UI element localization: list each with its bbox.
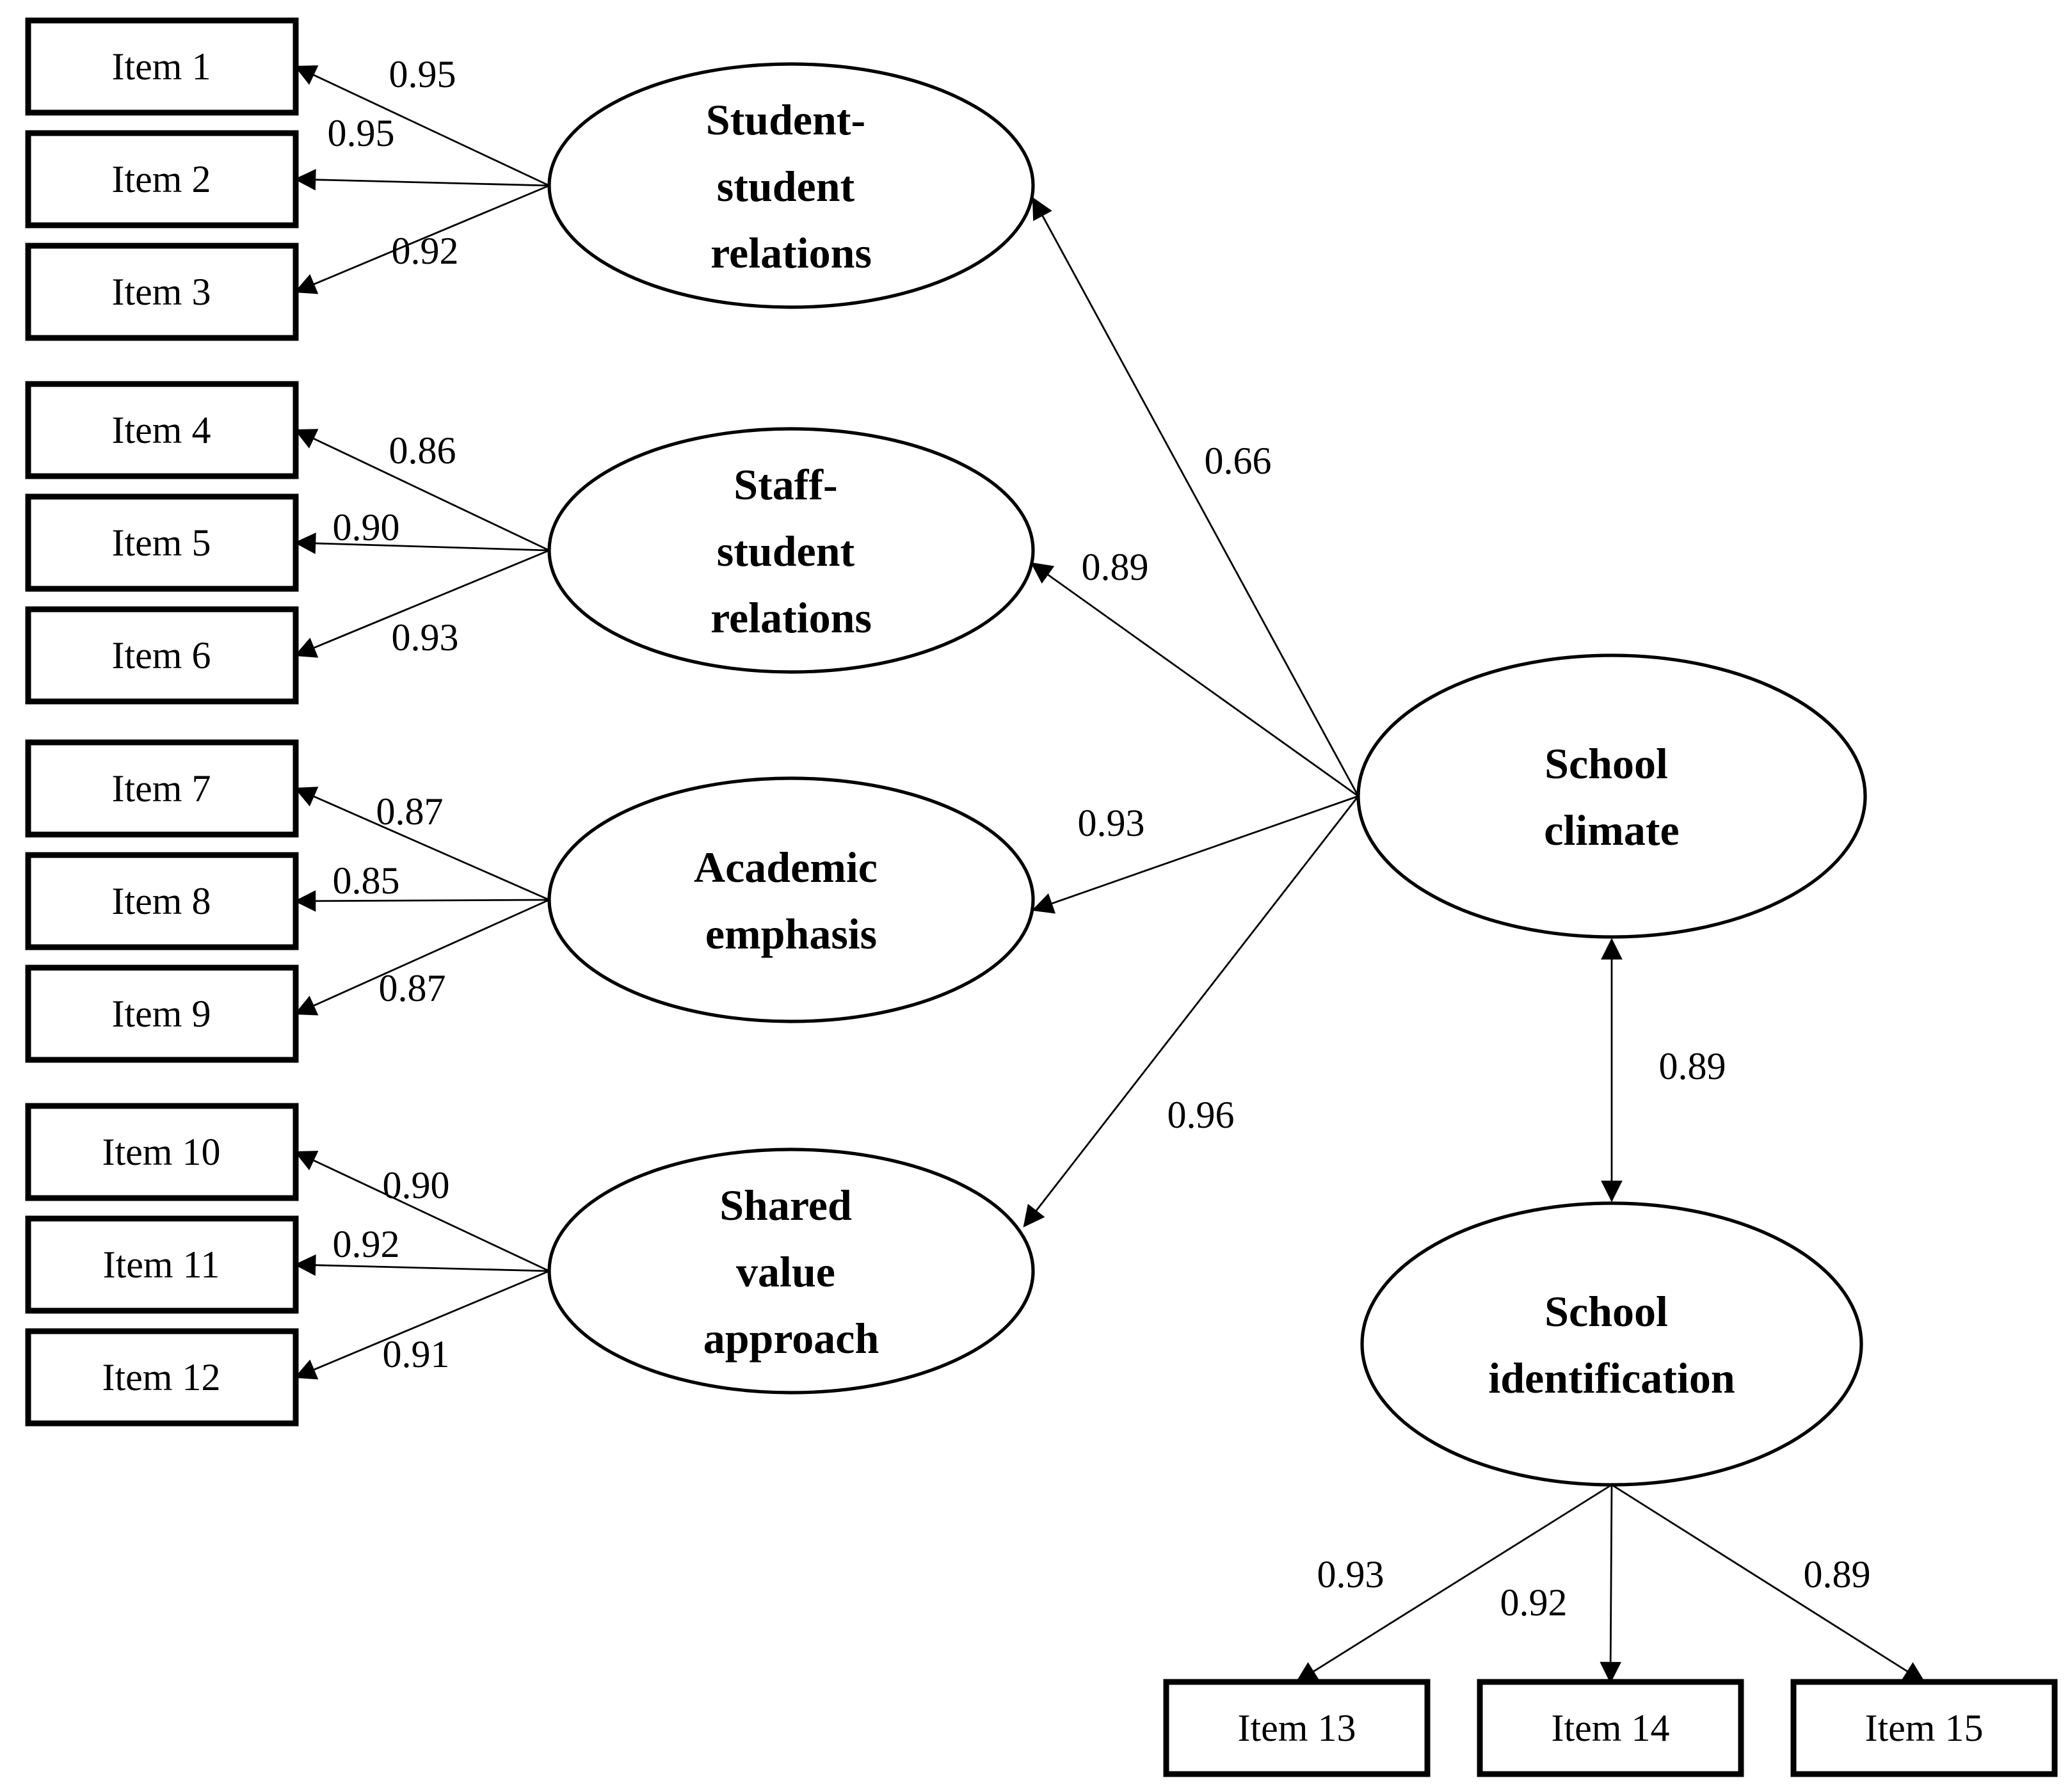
path-label-school-climate-student-student: 0.66 [1205,440,1272,482]
path-label-school-climate-academic: 0.93 [1078,802,1145,844]
covariance-label-school-climate-school-identification: 0.89 [1659,1045,1726,1087]
arrow-student-student-relations-to-item-1 [294,65,550,187]
item-15-box [1790,1679,2058,1777]
item-6-box [25,606,299,705]
second-order-labels: 0.66 0.89 0.93 0.96 [1078,440,1272,1136]
loading-label-item-12: 0.91 [383,1333,450,1375]
school-identification-label: School identification [1488,1287,1735,1402]
arrow-school-identification-to-item-13 [1296,1484,1612,1683]
arrow-shared-value-approach-to-item-11 [294,1254,550,1276]
arrow-shared-value-approach-to-item-10 [294,1151,550,1272]
second-order-arrows [1023,196,1360,1228]
school-identification-ellipse [1360,1201,1863,1487]
arrow-school-climate-to-academic-emphasis [1031,795,1359,914]
item-14-label: Item 14 [1552,1707,1670,1749]
loading-label-item-9: 0.87 [379,967,446,1009]
arrow-academic-emphasis-to-item-7 [294,787,550,901]
item-3-label: Item 3 [112,271,211,313]
loading-arrows [294,65,1925,1684]
item-13-box [1163,1679,1431,1777]
loading-label-item-2: 0.95 [328,112,395,154]
arrow-school-climate-to-shared-value-approach [1023,796,1360,1228]
arrow-student-student-relations-to-item-2 [294,168,550,191]
item-9-label: Item 9 [112,993,211,1035]
student-student-relations-label: Student- student relations [706,95,876,277]
item-12-label: Item 12 [102,1356,221,1398]
academic-emphasis-ellipse [547,776,1035,1023]
school-climate-label: School climate [1544,739,1679,854]
item-13-label: Item 13 [1238,1707,1356,1749]
arrow-staff-student-relations-to-item-4 [294,429,550,552]
item-14-box [1477,1679,1744,1777]
loading-label-item-6: 0.93 [392,616,459,659]
loading-label-item-15: 0.89 [1804,1553,1871,1596]
arrow-student-student-relations-to-item-3 [294,184,550,294]
shared-value-approach-ellipse [547,1148,1035,1395]
loading-label-item-8: 0.85 [333,860,400,902]
item-boxes-left: Item 1 Item 2 Item 3 Item 4 Item 5 Item … [25,17,299,1427]
loading-label-item-3: 0.92 [392,230,459,272]
arrow-school-identification-to-item-15 [1611,1484,1925,1683]
item-5-box [25,493,299,592]
staff-student-relations-label: Staff- student relations [710,460,872,642]
student-student-relations-ellipse [547,62,1035,309]
loading-labels: 0.95 0.95 0.92 0.86 0.90 0.93 0.87 0.85 … [328,53,1871,1624]
item-1-box [25,17,299,116]
arrow-school-climate-to-staff-student-relations [1031,562,1359,797]
arrow-academic-emphasis-to-item-9 [294,899,550,1016]
arrow-school-climate-to-student-student-relations [1032,196,1360,797]
loading-label-item-14: 0.92 [1500,1581,1568,1624]
loading-label-item-13: 0.93 [1317,1553,1384,1596]
item-6-label: Item 6 [112,634,211,676]
academic-emphasis-label: Academic emphasis [694,843,888,958]
school-climate-ellipse [1356,653,1867,939]
loading-label-item-10: 0.90 [383,1164,450,1206]
item-3-box [25,243,299,341]
shared-value-approach-label: Shared value approach [703,1181,879,1363]
item-boxes-bottom: Item 13 Item 14 Item 15 [1163,1679,2058,1777]
item-4-label: Item 4 [112,409,211,451]
arrow-shared-value-approach-to-item-12 [294,1270,550,1380]
item-10-label: Item 10 [102,1131,221,1173]
item-8-label: Item 8 [112,880,211,922]
item-2-label: Item 2 [112,158,211,200]
latent-factors: Student- student relations Staff- studen… [547,62,1867,1487]
path-label-school-climate-shared-value: 0.96 [1167,1094,1235,1136]
item-11-label: Item 11 [103,1244,220,1286]
item-4-box [25,381,299,479]
path-label-school-climate-staff-student: 0.89 [1082,546,1149,588]
item-9-box [25,964,299,1063]
item-5-label: Item 5 [112,522,211,564]
loading-label-item-11: 0.92 [333,1223,400,1265]
item-11-box [25,1215,299,1314]
item-8-box [25,852,299,950]
staff-student-relations-ellipse [547,427,1035,674]
loading-label-item-5: 0.90 [333,506,400,548]
loading-label-item-7: 0.87 [376,790,444,833]
loading-label-item-4: 0.86 [389,429,456,472]
arrow-staff-student-relations-to-item-6 [294,549,550,658]
loading-label-item-1: 0.95 [389,53,456,95]
arrow-school-identification-to-item-14 [1600,1484,1622,1684]
item-10-box [25,1103,299,1201]
item-15-label: Item 15 [1865,1707,1984,1749]
item-2-box [25,130,299,228]
item-7-label: Item 7 [112,767,211,810]
arrow-staff-student-relations-to-item-5 [294,532,550,554]
item-1-label: Item 1 [112,45,211,88]
item-12-box [25,1328,299,1427]
arrow-academic-emphasis-to-item-8 [294,890,550,912]
item-7-box [25,739,299,838]
